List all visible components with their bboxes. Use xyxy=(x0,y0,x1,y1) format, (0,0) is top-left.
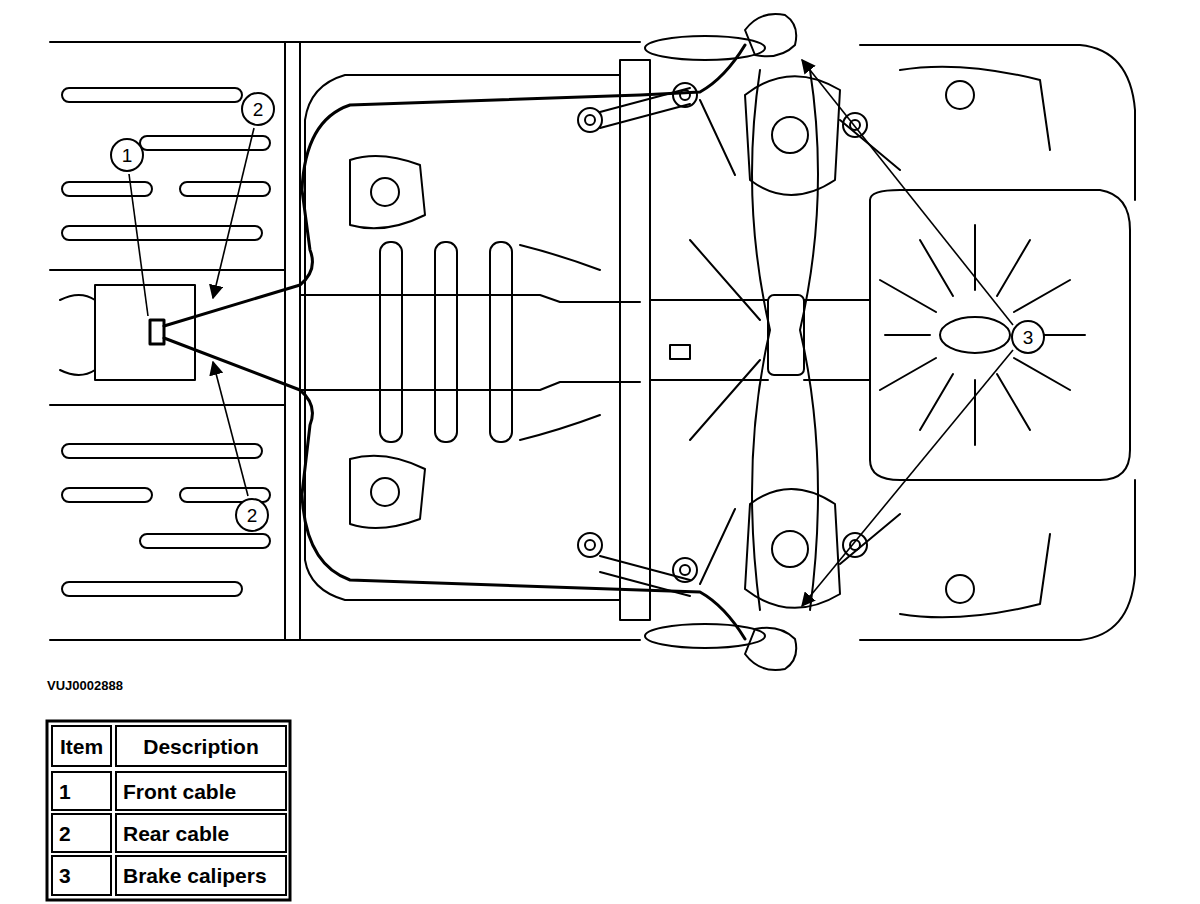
leader-lines xyxy=(129,60,1013,606)
body-structure xyxy=(350,156,425,228)
body-structure xyxy=(752,70,818,610)
body-structure xyxy=(650,300,870,380)
body-structure xyxy=(140,534,270,548)
body-structure xyxy=(772,531,808,567)
body-structure xyxy=(670,345,690,359)
body-structure xyxy=(870,190,1130,480)
body-structure xyxy=(745,76,840,195)
body-structure xyxy=(305,75,620,600)
legend-table-grid xyxy=(116,856,286,895)
legend-table-grid xyxy=(47,721,290,900)
table-item-number: 2 xyxy=(54,816,109,850)
legend-table-grid xyxy=(52,726,111,766)
body-structure xyxy=(700,100,735,584)
legend-table-grid xyxy=(116,772,286,810)
body-structure xyxy=(673,558,697,582)
body-structure xyxy=(50,42,640,640)
body-structure xyxy=(880,225,1085,445)
callout-circle: 1 xyxy=(110,138,144,172)
rear-cable xyxy=(164,338,745,639)
body-structure xyxy=(60,295,95,375)
rear-cable xyxy=(164,45,745,326)
table-header: Description xyxy=(118,728,284,764)
body-structure xyxy=(300,295,640,390)
body-structure xyxy=(940,317,1010,353)
table-header: Item xyxy=(54,728,109,764)
table-description: Brake calipers xyxy=(118,858,284,893)
body-structure xyxy=(843,533,867,557)
body-structure xyxy=(50,14,1135,670)
body-structure xyxy=(745,628,796,670)
body-structure xyxy=(180,182,270,196)
legend-table-grid xyxy=(47,721,290,900)
body-structure xyxy=(645,624,765,648)
legend-table-grid xyxy=(116,814,286,852)
body-structure xyxy=(62,182,152,196)
body-structure xyxy=(860,45,1135,640)
body-structure xyxy=(745,14,796,56)
figure-code: VUJ0002888 xyxy=(47,678,203,692)
table-description: Front cable xyxy=(118,774,284,808)
body-structure xyxy=(690,240,760,440)
leader-line xyxy=(802,350,1013,606)
leader-line xyxy=(213,128,254,298)
callout-circle: 2 xyxy=(241,92,275,126)
body-structure xyxy=(62,226,262,240)
callout-number: 2 xyxy=(247,506,258,525)
body-structure xyxy=(50,270,285,405)
body-structure xyxy=(585,540,595,550)
body-structure xyxy=(620,60,650,620)
legend-table-grid xyxy=(52,856,111,895)
front-cable xyxy=(150,320,164,344)
body-structure xyxy=(371,178,399,206)
body-structure xyxy=(600,88,690,596)
body-structure xyxy=(772,117,808,153)
body-structure xyxy=(435,242,457,442)
body-structure xyxy=(490,242,512,442)
body-structure xyxy=(380,242,402,442)
body-structure xyxy=(62,444,262,458)
body-structure xyxy=(585,115,595,125)
body-structure xyxy=(745,489,840,608)
leader-line xyxy=(802,60,1013,325)
body-structure xyxy=(350,456,425,528)
callout-number: 2 xyxy=(253,100,264,119)
body-structure xyxy=(62,582,242,596)
callout-circle: 2 xyxy=(235,498,269,532)
body-structure xyxy=(520,245,600,440)
table-item-number: 1 xyxy=(54,774,109,808)
table-item-number: 3 xyxy=(54,858,109,893)
body-structure xyxy=(673,83,697,107)
callout-number: 3 xyxy=(1023,328,1034,347)
body-structure xyxy=(578,108,602,132)
leader-line xyxy=(213,362,248,496)
legend-table-grid xyxy=(52,726,286,895)
body-structure xyxy=(900,67,1050,618)
body-structure xyxy=(645,36,765,60)
body-structure xyxy=(62,88,242,102)
callout-number: 1 xyxy=(122,146,133,165)
leader-line xyxy=(129,174,148,316)
legend-table-grid xyxy=(52,814,111,852)
callout-circle: 3 xyxy=(1011,320,1045,354)
legend-table-grid xyxy=(116,726,286,766)
legend-table-grid xyxy=(52,772,111,810)
body-structure xyxy=(680,565,690,575)
parking-brake-cables xyxy=(150,45,745,639)
body-structure xyxy=(768,295,804,375)
body-structure xyxy=(62,488,152,502)
body-structure xyxy=(371,478,399,506)
body-structure xyxy=(285,42,300,640)
table-description: Rear cable xyxy=(118,816,284,850)
body-structure xyxy=(578,533,602,557)
body-structure xyxy=(946,81,974,109)
body-structure xyxy=(946,575,974,603)
